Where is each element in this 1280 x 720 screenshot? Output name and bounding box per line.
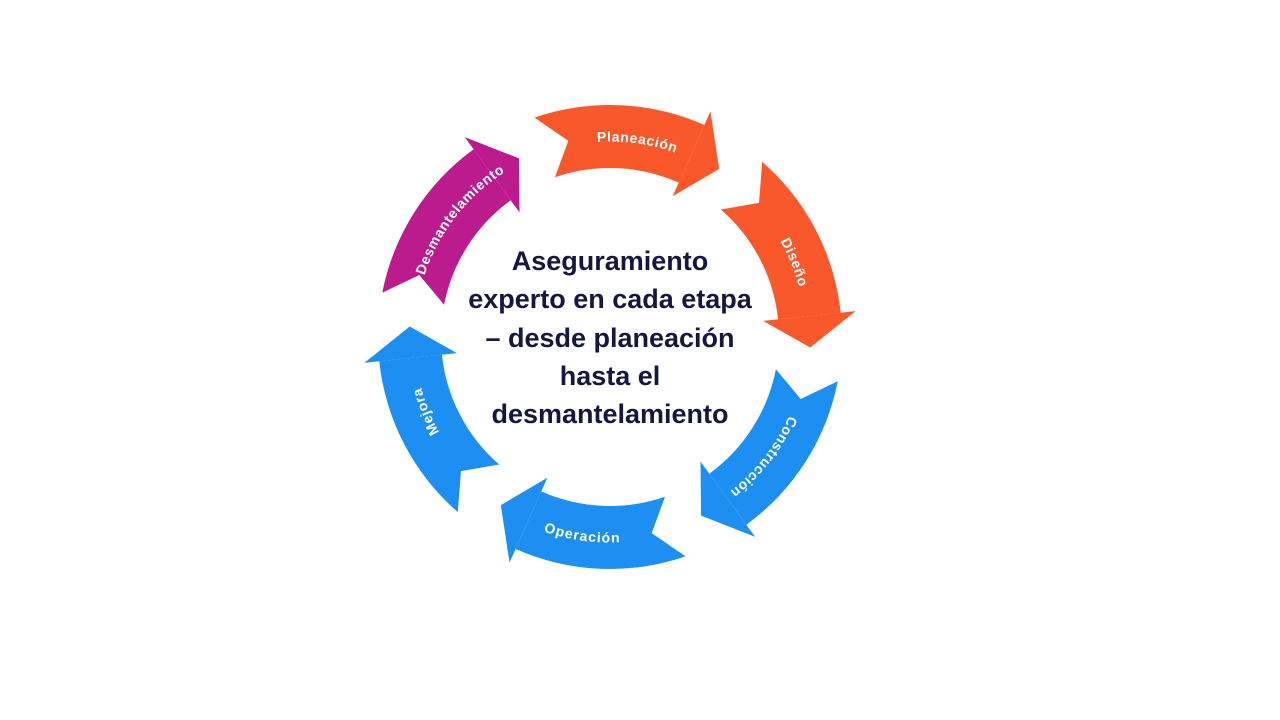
- segment-arrowhead-planeacion: [672, 111, 720, 197]
- center-text-line: desmantelamiento: [491, 399, 729, 430]
- segment-arrowhead-construccion: [700, 461, 756, 537]
- cycle-segment-mejora: Mejora: [364, 326, 500, 513]
- cycle-segment-operacion: Operación: [500, 477, 686, 569]
- segment-arc-planeacion: [534, 105, 705, 183]
- center-text-line: hasta el: [559, 361, 661, 392]
- cycle-segment-planeacion: Planeación: [534, 105, 720, 197]
- segment-arrowhead-operacion: [500, 477, 548, 563]
- segment-arrowhead-mejora: [364, 326, 457, 363]
- cycle-center-text: Aseguramiento experto en cada etapa – de…: [420, 242, 800, 434]
- segment-arc-mejora: [379, 354, 500, 513]
- center-text-line: – desde planeación: [485, 322, 735, 353]
- center-text-line: experto en cada etapa: [468, 284, 752, 315]
- cycle-segment-diseno: Diseño: [720, 161, 856, 348]
- segment-arc-operacion: [515, 491, 686, 569]
- segment-arrowhead-diseno: [763, 311, 856, 348]
- segment-arc-construccion: [709, 369, 838, 525]
- center-text-line: Aseguramiento: [511, 246, 709, 277]
- segment-arrowhead-desmantelamiento: [464, 137, 520, 213]
- segment-arc-diseno: [720, 161, 841, 320]
- segment-arc-desmantelamiento: [382, 149, 511, 305]
